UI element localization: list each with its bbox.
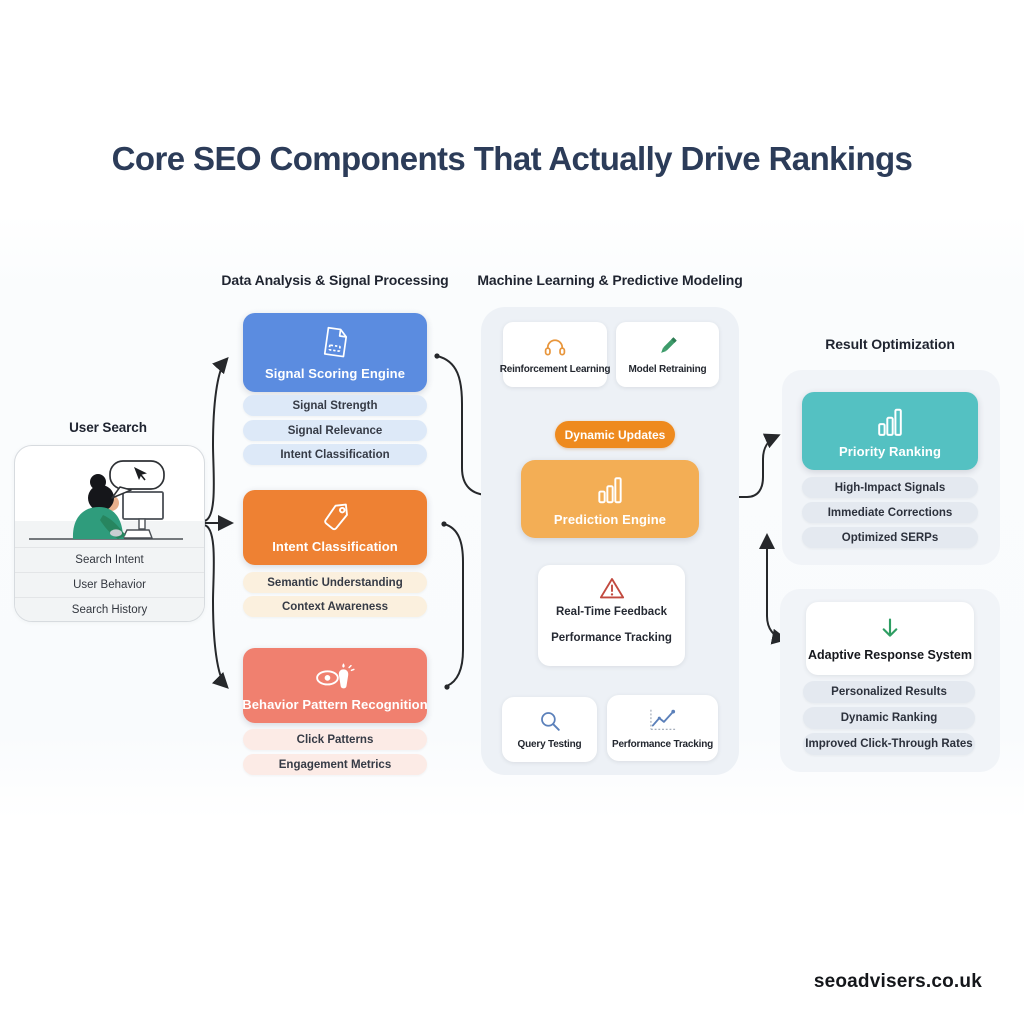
warning-icon <box>599 578 624 599</box>
machine-learning-heading: Machine Learning & Predictive Modeling <box>477 272 743 288</box>
list-item: Search History <box>15 597 204 621</box>
chip: Dynamic Ranking <box>803 707 975 729</box>
bar-chart-icon <box>878 408 902 436</box>
chip: Semantic Understanding <box>243 572 427 593</box>
intent-classification-box: Intent Classification <box>243 490 427 565</box>
bar-chart-icon <box>598 477 622 504</box>
chip: Optimized SERPs <box>802 527 978 548</box>
line-chart-icon <box>649 709 676 730</box>
data-analysis-heading: Data Analysis & Signal Processing <box>221 272 449 288</box>
headset-icon <box>544 339 566 356</box>
feedback-line: Real-Time Feedback <box>555 606 667 618</box>
card-label: Performance Tracking <box>611 738 714 750</box>
tag-icon <box>324 503 348 531</box>
box-title: Priority Ranking <box>838 444 941 459</box>
dynamic-updates-badge: Dynamic Updates <box>555 421 675 448</box>
search-icon <box>540 712 560 731</box>
feedback-line: Performance Tracking <box>551 632 672 644</box>
chip: Click Patterns <box>243 729 427 750</box>
list-item: User Behavior <box>15 572 204 597</box>
card-title: Adaptive Response System <box>808 647 972 662</box>
page-title: Core SEO Components That Actually Drive … <box>111 140 913 177</box>
user-search-items: Search Intent User Behavior Search Histo… <box>15 547 204 621</box>
performance-tracking-card: Performance Tracking <box>607 695 718 761</box>
box-title: Behavior Pattern Recognition <box>242 697 428 712</box>
person-at-computer-illustration <box>29 460 183 540</box>
chip: Intent Classification <box>243 444 427 465</box>
behavior-pattern-recognition-box: Behavior Pattern Recognition <box>242 648 428 723</box>
pencil-icon <box>660 337 677 353</box>
model-retraining-card: Model Retraining <box>616 322 719 387</box>
chip: Signal Relevance <box>243 420 427 441</box>
prediction-engine-box: Prediction Engine <box>521 460 699 538</box>
priority-ranking-box: Priority Ranking <box>802 392 978 470</box>
card-label: Query Testing <box>517 739 582 750</box>
box-title: Intent Classification <box>272 539 398 554</box>
chip: Improved Click-Through Rates <box>803 733 975 755</box>
chip: Engagement Metrics <box>243 754 427 775</box>
query-testing-card: Query Testing <box>502 697 597 762</box>
realtime-feedback-card: Real-Time Feedback Performance Tracking <box>538 565 685 666</box>
cursor-icon <box>134 467 147 481</box>
chip: Immediate Corrections <box>802 502 978 523</box>
chip: Context Awareness <box>243 596 427 617</box>
box-title: Signal Scoring Engine <box>264 366 406 381</box>
result-optimization-heading: Result Optimization <box>825 336 955 352</box>
box-title: Prediction Engine <box>553 512 667 527</box>
chip: Personalized Results <box>803 681 975 703</box>
user-search-heading: User Search <box>69 420 147 435</box>
reinforcement-learning-card: Reinforcement Learning <box>500 322 611 387</box>
chip: Signal Strength <box>243 395 427 416</box>
signal-scoring-engine-box: Signal Scoring Engine <box>243 313 427 392</box>
chip: High-Impact Signals <box>802 477 978 498</box>
card-label: Model Retraining <box>628 364 707 375</box>
down-arrow-icon <box>882 618 898 637</box>
document-icon <box>323 326 348 358</box>
adaptive-response-card: Adaptive Response System <box>806 602 974 675</box>
eye-cursor-icon <box>316 663 355 689</box>
list-item: Search Intent <box>15 547 204 572</box>
card-label: Reinforcement Learning <box>499 364 611 375</box>
user-search-card: Search Intent User Behavior Search Histo… <box>14 445 205 622</box>
footer-brand: seoadvisers.co.uk <box>813 971 982 992</box>
